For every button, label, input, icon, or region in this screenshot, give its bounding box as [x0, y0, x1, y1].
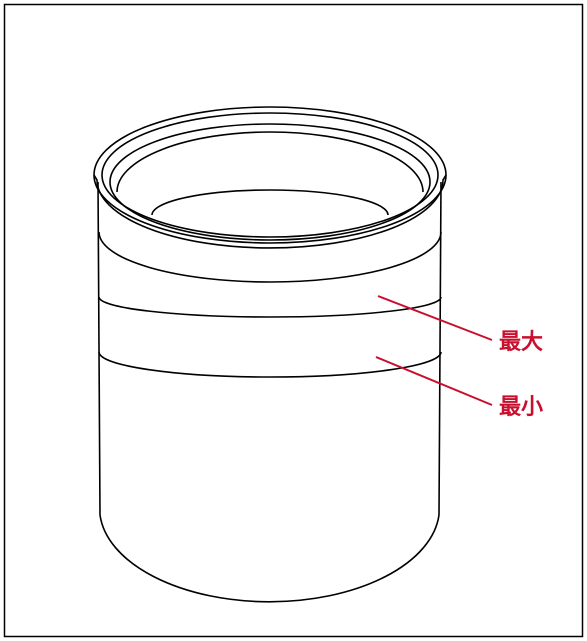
cup-right-wall [438, 181, 442, 516]
min-fill-line [98, 351, 442, 378]
cup-rim-outer [93, 106, 447, 244]
leader-lines [375, 295, 493, 406]
max-fill-line [98, 296, 442, 318]
cup-rim-inner [109, 123, 431, 241]
min-leader-line [375, 356, 493, 406]
max-leader-line [377, 295, 493, 341]
diagram-border [3, 3, 584, 638]
cup-band-line [98, 231, 442, 283]
cup-rim-middle [101, 112, 439, 238]
min-label: 最小 [499, 395, 543, 420]
cup-lip-band [93, 174, 447, 249]
cup-bottom [99, 514, 440, 603]
cup-inner-wall-top [116, 131, 424, 193]
max-label: 最大 [499, 330, 543, 355]
cup-left-wall [97, 181, 101, 516]
cup-outline [93, 106, 447, 603]
cup-inner-wall-bottom [151, 189, 389, 216]
